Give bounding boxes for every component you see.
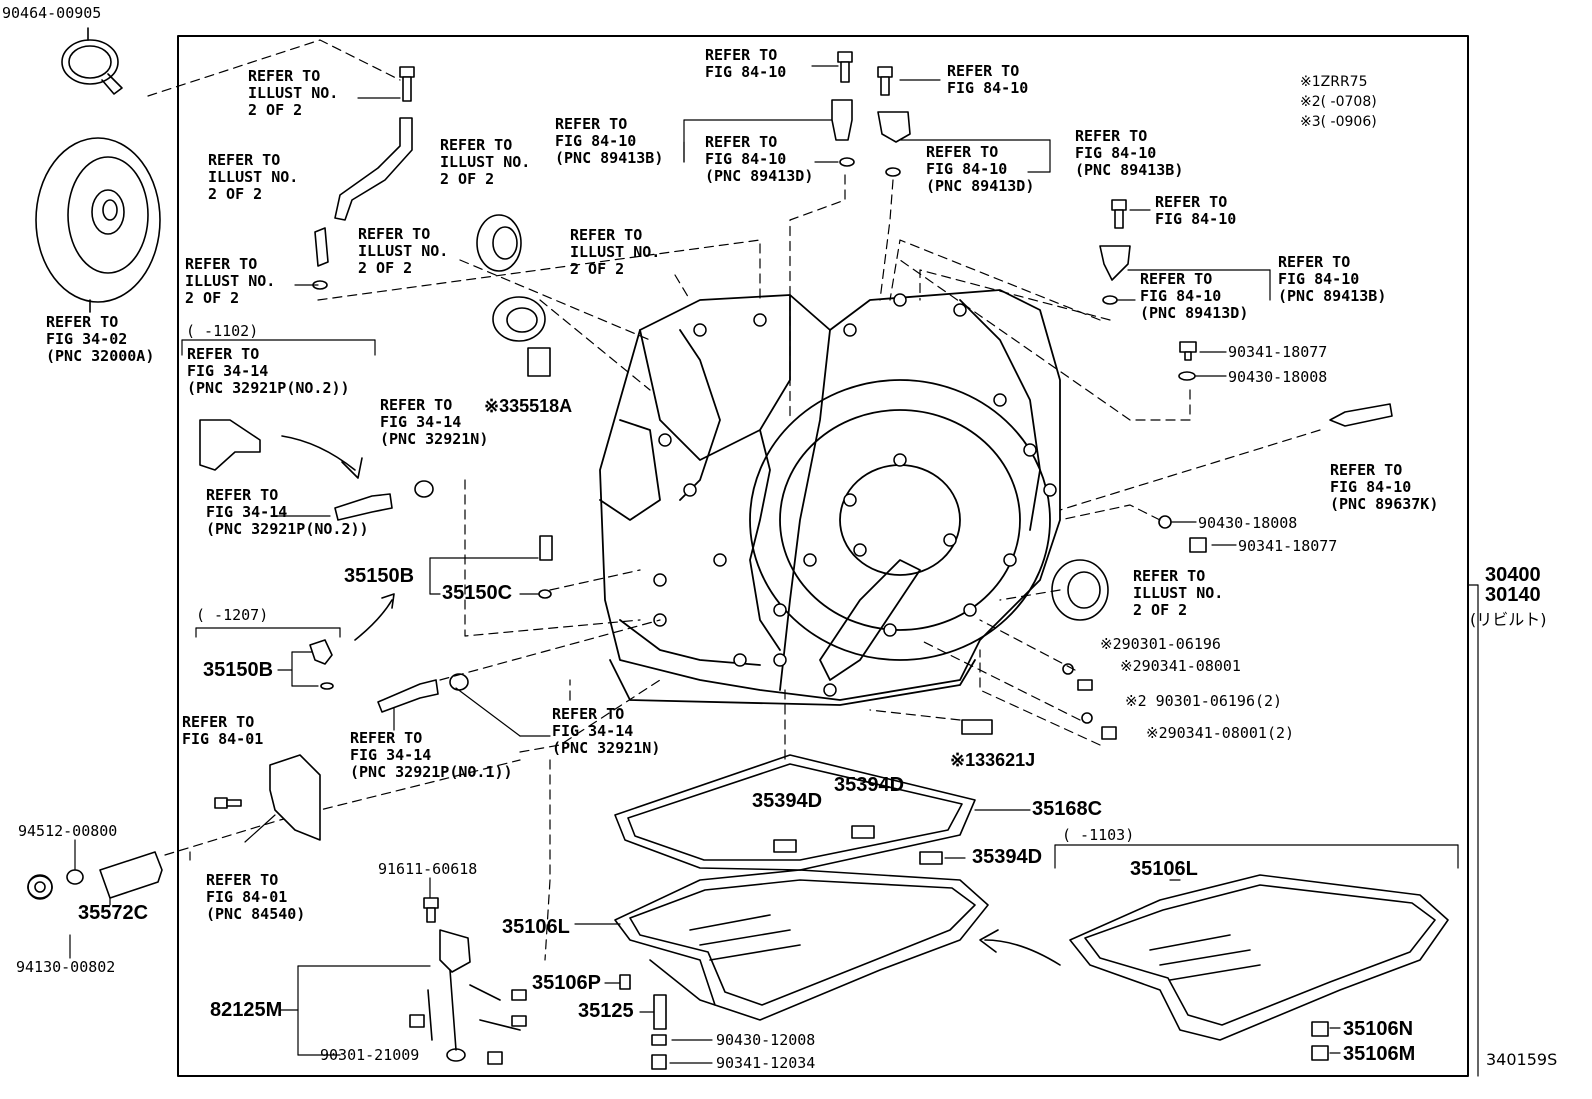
part-number: 35168C bbox=[1032, 798, 1103, 820]
arrows bbox=[281, 435, 1061, 966]
part-number: 91611-60618 bbox=[378, 860, 478, 878]
note-2: ※2( -0708) bbox=[1300, 94, 1377, 110]
transmission-assembly bbox=[599, 289, 1061, 706]
part-number: 35572C bbox=[78, 902, 149, 924]
part-number: ※2 90301-06196(2) bbox=[1125, 692, 1283, 710]
torque-converter bbox=[35, 137, 161, 313]
part-number: 30140 bbox=[1485, 584, 1541, 606]
part-number: 90341-18077 bbox=[1238, 537, 1338, 555]
part-number: 94130-00802 bbox=[16, 958, 116, 976]
part-number: 90464-00905 bbox=[2, 4, 102, 22]
range-label: ( -1207) bbox=[196, 606, 269, 624]
part-number: 90430-18008 bbox=[1198, 514, 1298, 532]
part-number: 35394D bbox=[972, 846, 1043, 868]
part-number: ※290301-06196 bbox=[1100, 635, 1221, 653]
diagram-frame bbox=[177, 35, 1469, 1077]
part-number: ※290341-08001 bbox=[1120, 657, 1241, 675]
part-number: 35106L bbox=[502, 916, 570, 938]
pipes bbox=[314, 117, 527, 1065]
part-number: ※290341-08001(2) bbox=[1146, 724, 1295, 742]
note-1: ※1ZRR75 bbox=[1300, 74, 1368, 90]
part-number: 90301-21009 bbox=[320, 1046, 420, 1064]
range-label: ( -1102) bbox=[186, 322, 259, 340]
part-number: 90341-18077 bbox=[1228, 343, 1328, 361]
part-number: 35106M bbox=[1343, 1043, 1416, 1065]
part-number: 35106P bbox=[532, 972, 601, 994]
part-number: 90341-12034 bbox=[716, 1054, 816, 1072]
part-number: ※335518A bbox=[484, 396, 573, 416]
part-number: 90430-18008 bbox=[1228, 368, 1328, 386]
leader-lines bbox=[69, 65, 1479, 1077]
rebuilt-note: (リビルト) bbox=[1470, 610, 1547, 629]
part-number: 35394D bbox=[752, 790, 823, 812]
diagram-id: 340159S bbox=[1486, 1050, 1558, 1069]
part-number: 35106L bbox=[1130, 858, 1198, 880]
oil-pan-alt bbox=[1069, 874, 1449, 1041]
note-3: ※3( -0906) bbox=[1300, 114, 1377, 130]
fittings bbox=[99, 99, 1393, 973]
part-number: 35125 bbox=[578, 1000, 634, 1022]
part-number: 35150C bbox=[442, 582, 513, 604]
dashed-lines bbox=[147, 39, 1321, 961]
part-number: 35150B bbox=[203, 659, 274, 681]
bolts bbox=[27, 51, 1329, 1070]
part-number: 30400 bbox=[1485, 564, 1541, 586]
part-number: 35106N bbox=[1343, 1018, 1414, 1040]
part-number: 82125M bbox=[210, 999, 283, 1021]
part-number: ※133621J bbox=[950, 750, 1036, 770]
oil-pan-main bbox=[614, 869, 989, 1021]
range-label: ( -1103) bbox=[1062, 826, 1135, 844]
clamp-90464 bbox=[61, 27, 123, 95]
part-number: 90430-12008 bbox=[716, 1031, 816, 1049]
part-number: 94512-00800 bbox=[18, 822, 118, 840]
seals bbox=[27, 157, 1196, 1062]
part-number: 35394D bbox=[834, 774, 905, 796]
gasket-35168C bbox=[614, 754, 976, 871]
part-number: 35150B bbox=[344, 565, 415, 587]
